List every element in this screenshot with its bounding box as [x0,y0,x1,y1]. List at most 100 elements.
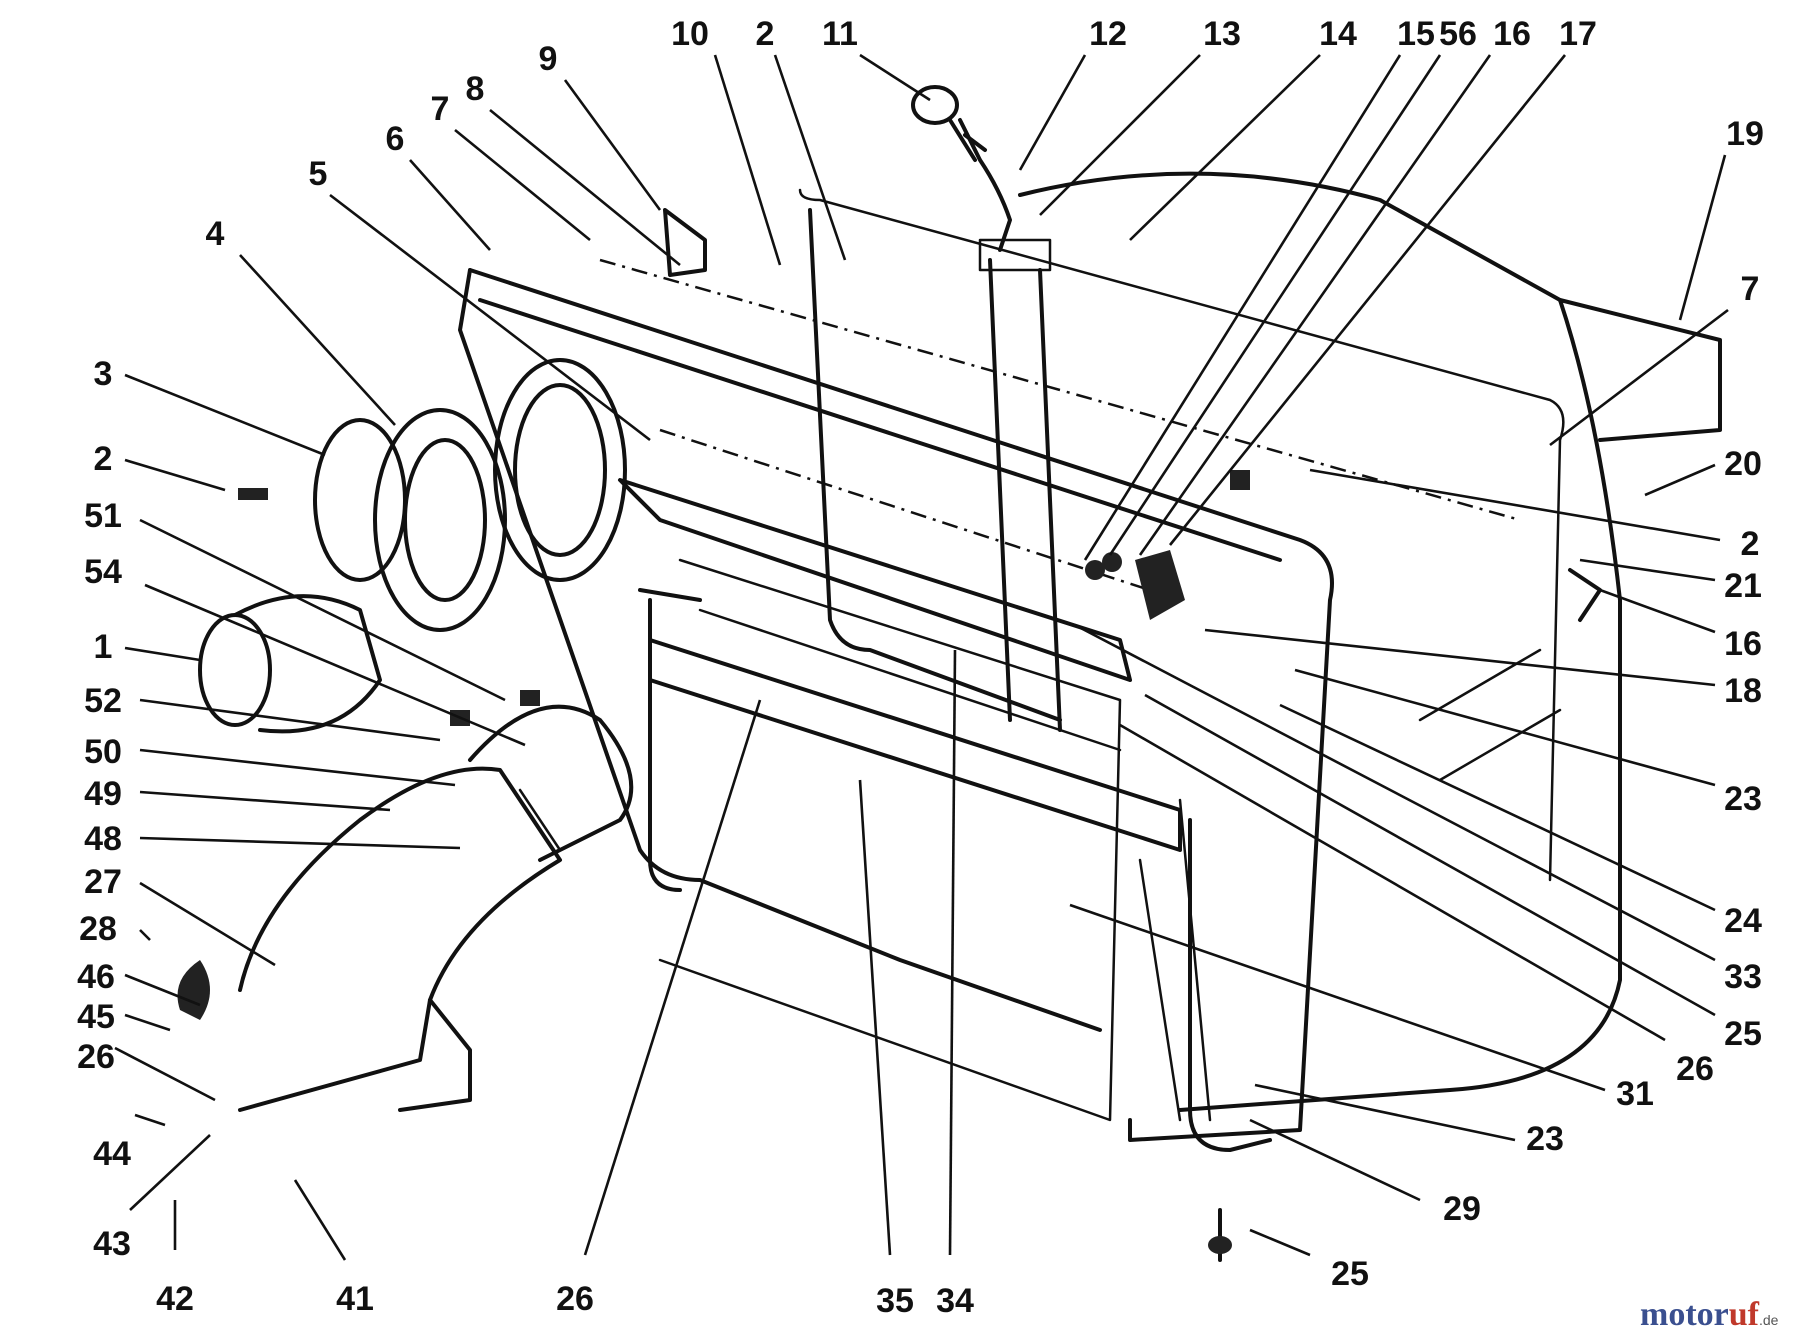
callout-28: 28 [79,910,151,948]
svg-text:26: 26 [77,1038,115,1076]
callout-51: 51 [84,497,506,702]
callout-10: 10 [671,15,782,266]
callout-8: 8 [466,70,681,267]
svg-text:25: 25 [1724,1015,1762,1053]
callout-41: 41 [293,1179,374,1318]
callout-7-right: 7 [1549,270,1759,447]
callout-42: 42 [156,1200,194,1318]
callout-56: 56 [1108,15,1477,556]
collection-bag [1018,171,1722,1112]
svg-text:21: 21 [1724,567,1762,605]
svg-text:45: 45 [77,998,115,1036]
callout-48: 48 [84,820,461,858]
svg-text:26: 26 [1676,1050,1714,1088]
svg-text:16: 16 [1724,625,1762,663]
bag-frame [458,188,1565,1142]
callout-9: 9 [539,40,662,211]
svg-text:1: 1 [94,628,113,666]
callout-35: 35 [858,779,914,1320]
svg-text:16: 16 [1493,15,1531,53]
callout-16-top: 16 [1138,15,1531,556]
callout-44: 44 [93,1113,166,1173]
callout-5: 5 [309,155,651,442]
svg-text:17: 17 [1559,15,1597,53]
svg-text:3: 3 [94,355,113,393]
svg-text:2: 2 [94,440,113,478]
callout-26-bottom: 26 [556,699,762,1318]
svg-text:12: 12 [1089,15,1127,53]
lower-frame [638,588,1272,1152]
callout-21: 21 [1579,558,1762,605]
callout-52: 52 [84,682,441,742]
svg-text:27: 27 [84,863,122,901]
small-parts [177,208,1602,1262]
svg-text:23: 23 [1724,780,1762,818]
svg-text:43: 43 [93,1225,131,1263]
svg-text:28: 28 [79,910,117,948]
svg-text:34: 34 [936,1282,974,1320]
callout-25-right: 25 [1144,693,1762,1053]
svg-text:15: 15 [1397,15,1435,53]
svg-text:24: 24 [1724,902,1762,940]
svg-text:8: 8 [466,70,485,108]
callout-34: 34 [936,649,974,1320]
discharge-chute [198,594,634,1112]
callout-2-left: 2 [94,440,226,492]
handle [911,85,1062,732]
callout-7-left: 7 [431,90,591,242]
callout-26-right: 26 [1119,723,1714,1088]
callout-16-right: 16 [1599,588,1762,663]
callout-20: 20 [1644,445,1762,497]
svg-text:20: 20 [1724,445,1762,483]
callout-6: 6 [386,120,491,251]
callout-45: 45 [77,998,171,1036]
callout-24: 24 [1279,703,1762,940]
svg-text:49: 49 [84,775,122,813]
callout-27: 27 [84,863,276,967]
svg-text:46: 46 [77,958,115,996]
svg-text:19: 19 [1726,115,1764,153]
svg-text:11: 11 [822,15,858,53]
svg-text:52: 52 [84,682,122,720]
svg-text:2: 2 [1741,525,1760,563]
callout-25-bottom: 25 [1249,1228,1369,1293]
callout-46: 46 [77,958,201,1007]
svg-text:41: 41 [336,1280,374,1318]
callout-12: 12 [1018,15,1127,171]
svg-text:31: 31 [1616,1075,1654,1113]
svg-text:9: 9 [539,40,558,78]
callout-4: 4 [206,215,396,426]
cross-bar [648,608,1182,852]
callout-17: 17 [1168,15,1597,546]
callout-50: 50 [84,733,456,787]
callout-33: 33 [1074,623,1762,996]
svg-text:5: 5 [309,155,328,193]
svg-text:35: 35 [876,1282,914,1320]
svg-text:48: 48 [84,820,122,858]
callout-23-bottom: 23 [1254,1083,1564,1158]
svg-text:26: 26 [556,1280,594,1318]
svg-text:51: 51 [84,497,122,535]
callout-31: 31 [1069,903,1654,1113]
callout-49: 49 [84,775,391,813]
callout-26-left: 26 [77,1038,216,1102]
callout-14: 14 [1129,15,1357,241]
callout-18: 18 [1204,628,1762,710]
svg-text:14: 14 [1319,15,1357,53]
svg-text:44: 44 [93,1135,131,1173]
svg-text:6: 6 [386,120,405,158]
callout-23-right: 23 [1294,668,1762,818]
svg-text:23: 23 [1526,1120,1564,1158]
svg-text:54: 54 [84,553,122,591]
callout-2-top: 2 [756,15,847,261]
watermark-logo: motoruf.de [1640,1296,1779,1333]
svg-text:2: 2 [756,15,775,53]
svg-text:25: 25 [1331,1255,1369,1293]
svg-text:10: 10 [671,15,709,53]
callout-1: 1 [94,628,201,666]
callout-19: 19 [1678,115,1764,321]
callout-15: 15 [1083,15,1435,561]
svg-text:29: 29 [1443,1190,1481,1228]
svg-text:7: 7 [431,90,450,128]
